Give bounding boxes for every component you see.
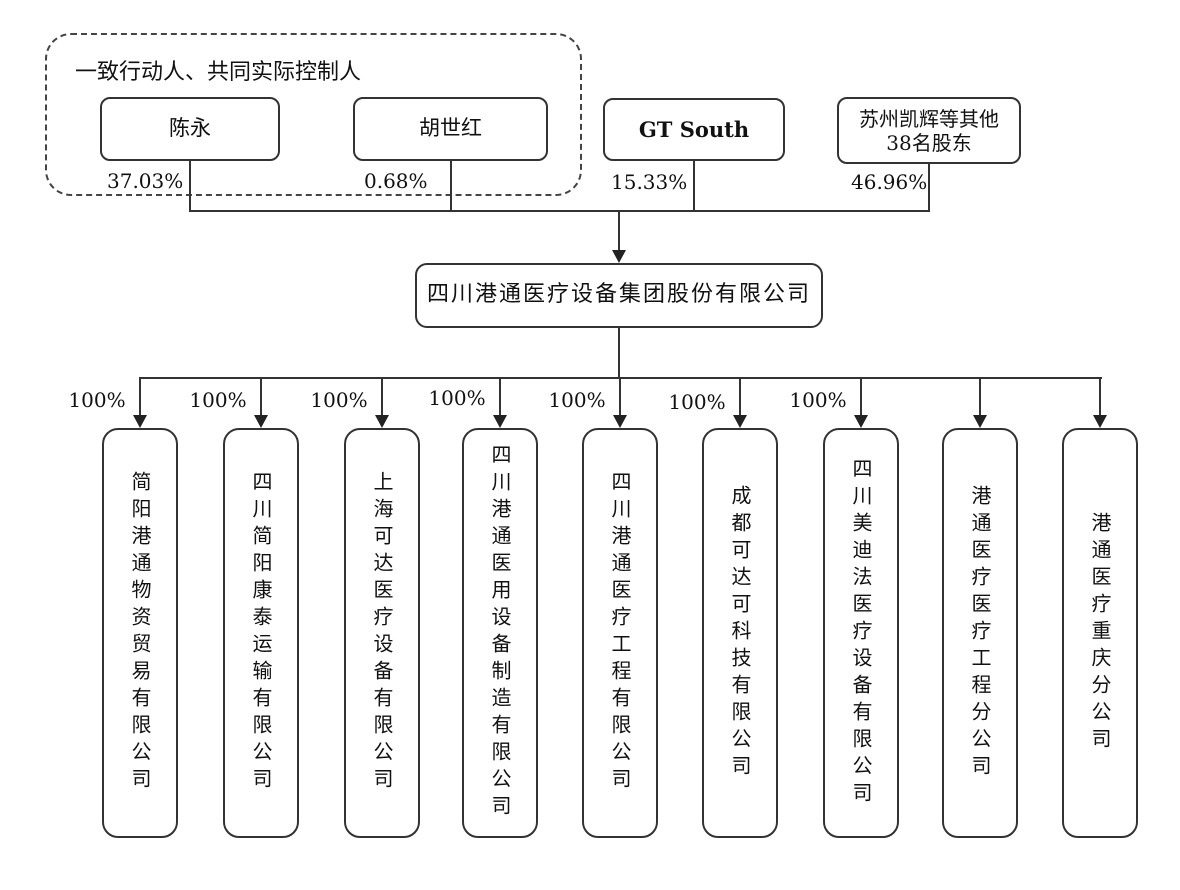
connector-sub7-stem (860, 377, 862, 417)
subsidiary-name: 四川美迪法医疗设备有限公司 (849, 457, 873, 809)
connector-parent-stem (618, 210, 620, 252)
connector-suzhou-drop (928, 164, 930, 212)
subsidiary-name: 四川简阳康泰运输有限公司 (249, 471, 273, 795)
shareholder-suzhou-line1: 苏州凯辉等其他 (859, 106, 999, 131)
parent-company-box: 四川港通医疗设备集团股份有限公司 (415, 263, 823, 328)
shareholder-box-suzhou-kaihui: 苏州凯辉等其他 38名股东 (837, 97, 1021, 164)
connector-sub5-stem (619, 377, 621, 417)
acting-in-concert-group-label: 一致行动人、共同实际控制人 (75, 60, 362, 85)
connector-hushihong-drop (450, 161, 452, 212)
connector-sub4-stem (499, 377, 501, 417)
pct-label-suzhou-kaihui: 46.96% (851, 170, 928, 194)
arrow-down-sub2 (254, 415, 268, 428)
pct-label-sub4: 100% (428, 386, 486, 410)
subsidiary-box-gangtong-medical-engineering: 四川港通医疗工程有限公司 (582, 428, 658, 838)
pct-label-sub7: 100% (789, 388, 847, 412)
connector-sub3-stem (381, 377, 383, 417)
subsidiary-box-meidifa-medical-equipment: 四川美迪法医疗设备有限公司 (823, 428, 899, 838)
arrow-down-sub6 (733, 415, 747, 428)
subsidiary-box-chongqing-branch: 港通医疗重庆分公司 (1062, 428, 1138, 838)
connector-sub9-stem (1099, 377, 1101, 417)
pct-label-sub1: 100% (68, 388, 126, 412)
arrow-down-sub1 (133, 415, 147, 428)
subsidiary-box-shanghai-keda-medical: 上海可达医疗设备有限公司 (344, 428, 420, 838)
arrow-down-sub3 (375, 415, 389, 428)
subsidiary-box-gangtong-equipment-manufacturing: 四川港通医用设备制造有限公司 (462, 428, 538, 838)
pct-label-chenyong: 37.03% (107, 169, 184, 193)
subsidiary-name: 成都可达可科技有限公司 (728, 484, 752, 782)
subsidiary-name: 简阳港通物资贸易有限公司 (128, 471, 152, 795)
shareholder-box-hushihong: 胡世红 (353, 97, 548, 161)
subsidiary-name: 上海可达医疗设备有限公司 (370, 471, 394, 795)
subsidiary-name: 港通医疗医疗工程分公司 (968, 484, 992, 782)
connector-chenyong-drop (189, 161, 191, 212)
subsidiary-name: 港通医疗重庆分公司 (1088, 511, 1112, 755)
subsidiary-box-medical-engineering-branch: 港通医疗医疗工程分公司 (942, 428, 1018, 838)
arrow-down-sub9 (1093, 415, 1107, 428)
connector-sub6-stem (739, 377, 741, 417)
pct-label-sub5: 100% (548, 388, 606, 412)
connector-parent-down-stem (618, 328, 620, 378)
subsidiary-box-jianyang-kangtai-transport: 四川简阳康泰运输有限公司 (223, 428, 299, 838)
connector-sub8-stem (979, 377, 981, 417)
connector-sub2-stem (260, 377, 262, 417)
pct-label-gt-south: 15.33% (611, 170, 688, 194)
pct-label-sub2: 100% (189, 388, 247, 412)
connector-gt-south-drop (693, 161, 695, 212)
subsidiary-name: 四川港通医用设备制造有限公司 (488, 444, 512, 822)
shareholder-box-gt-south: GT South (603, 98, 785, 161)
arrow-down-sub4 (493, 415, 507, 428)
subsidiary-name: 四川港通医疗工程有限公司 (608, 471, 632, 795)
shareholder-suzhou-line2: 38名股东 (886, 130, 972, 155)
pct-label-sub6: 100% (668, 390, 726, 414)
subsidiary-box-chengdu-kedake-tech: 成都可达可科技有限公司 (702, 428, 778, 838)
acting-in-concert-group-frame (45, 33, 582, 196)
pct-label-sub3: 100% (310, 388, 368, 412)
arrow-down-sub7 (854, 415, 868, 428)
subsidiary-box-jianyang-gangtong-trading: 简阳港通物资贸易有限公司 (102, 428, 178, 838)
arrow-down-into-parent (612, 250, 626, 263)
shareholder-box-chenyong: 陈永 (100, 97, 280, 161)
connector-sub1-stem (139, 377, 141, 417)
arrow-down-sub8 (973, 415, 987, 428)
pct-label-hushihong: 0.68% (364, 169, 428, 193)
arrow-down-sub5 (613, 415, 627, 428)
connector-top-bus (189, 210, 930, 212)
